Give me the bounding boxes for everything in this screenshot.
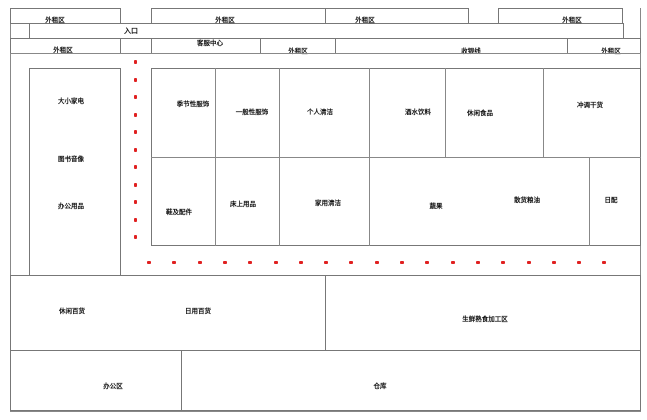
grid-divider [543, 68, 544, 157]
zone-beverages: 酒水饮料 [405, 108, 431, 116]
route-arrow [134, 165, 137, 169]
route-arrow [134, 95, 137, 99]
outside-rent-zone-2 [151, 8, 326, 24]
route-arrow [349, 261, 354, 264]
route-arrow [134, 60, 137, 64]
zone-bedding: 床上用品 [230, 200, 256, 208]
route-arrow [475, 261, 480, 264]
zone-snacks: 休闲食品 [467, 109, 493, 117]
zone-office-supplies: 办公用品 [58, 202, 84, 210]
office-area [10, 350, 182, 411]
grid-midline [151, 157, 641, 158]
grid-divider [279, 68, 280, 246]
route-arrow [298, 261, 303, 264]
zone-daily-goods: 日用百货 [185, 307, 211, 315]
zone-seasonal-apparel: 季节性服饰 [176, 100, 210, 108]
route-arrow [374, 261, 379, 264]
zone-office: 办公区 [103, 382, 123, 390]
front-wall [10, 53, 641, 54]
outside-rent-label-4: 外租区 [562, 16, 582, 24]
route-arrow [551, 261, 556, 264]
route-arrow [526, 261, 531, 264]
customer-service-label: 客服中心 [197, 39, 223, 47]
zone-shoes-accessories: 鞋及配件 [166, 208, 192, 216]
route-arrow [425, 261, 430, 264]
route-arrow [134, 112, 137, 117]
zone-books-media: 图书音像 [58, 155, 84, 163]
route-arrow [172, 261, 177, 264]
route-arrow [197, 261, 202, 264]
checkout-label: 收银线 [461, 47, 481, 55]
zone-dry-goods: 冲调干货 [577, 101, 603, 109]
route-arrow [222, 261, 227, 264]
route-arrow [450, 261, 455, 264]
fresh-processing-area [325, 275, 641, 351]
outside-rent-label-7: 外租区 [601, 47, 621, 55]
zone-leisure-goods: 休闲百货 [59, 307, 85, 315]
grid-divider [445, 68, 446, 157]
route-arrow [134, 147, 137, 152]
outside-rent-zone-4 [498, 8, 623, 24]
route-arrow [501, 261, 506, 264]
zone-fresh-processing: 生鲜熟食加工区 [462, 315, 508, 323]
grid-divider [215, 68, 216, 246]
route-arrow [134, 130, 137, 134]
entrance-label: 入口 [124, 27, 138, 35]
route-arrow [577, 261, 582, 264]
route-arrow [400, 261, 404, 264]
route-arrow [273, 261, 278, 264]
route-arrow [134, 77, 137, 82]
grid-divider [369, 68, 370, 246]
outside-rent-label-5: 外租区 [53, 46, 73, 54]
zone-warehouse: 仓库 [373, 382, 387, 390]
grid-divider [589, 157, 590, 246]
warehouse-area [181, 350, 641, 411]
outside-rent-label-1: 外租区 [45, 16, 65, 24]
route-arrow [134, 235, 137, 239]
zone-dairy-chilled: 日配 [604, 196, 618, 204]
left-zone-block [29, 68, 121, 276]
outside-rent-label-6: 外租区 [288, 47, 308, 55]
route-arrow [134, 200, 137, 204]
route-arrow [324, 261, 329, 264]
outside-rent-label-2: 外租区 [215, 16, 235, 24]
outer-wall-left [10, 8, 11, 411]
outside-rent-zone-1 [10, 8, 121, 24]
route-arrow [134, 217, 137, 222]
route-arrow [602, 261, 607, 264]
checkout-line [335, 38, 568, 54]
route-arrow [134, 182, 137, 187]
zone-appliances: 大小家电 [58, 97, 84, 105]
zone-produce: 蔬果 [429, 202, 443, 210]
route-arrow [147, 261, 151, 264]
outside-rent-label-3: 外租区 [355, 16, 375, 24]
zone-household-cleaning: 家用清洁 [315, 199, 341, 207]
zone-personal-care: 个人清洁 [307, 108, 333, 116]
entrance-corridor [29, 23, 624, 39]
zone-bulk-grain-oil: 散货粮油 [514, 196, 540, 204]
outside-rent-zone-3 [325, 8, 469, 24]
route-arrow [248, 261, 253, 264]
general-goods-area [10, 275, 326, 351]
zone-general-apparel: 一般性服饰 [235, 108, 269, 116]
outer-wall-bottom [10, 410, 641, 412]
